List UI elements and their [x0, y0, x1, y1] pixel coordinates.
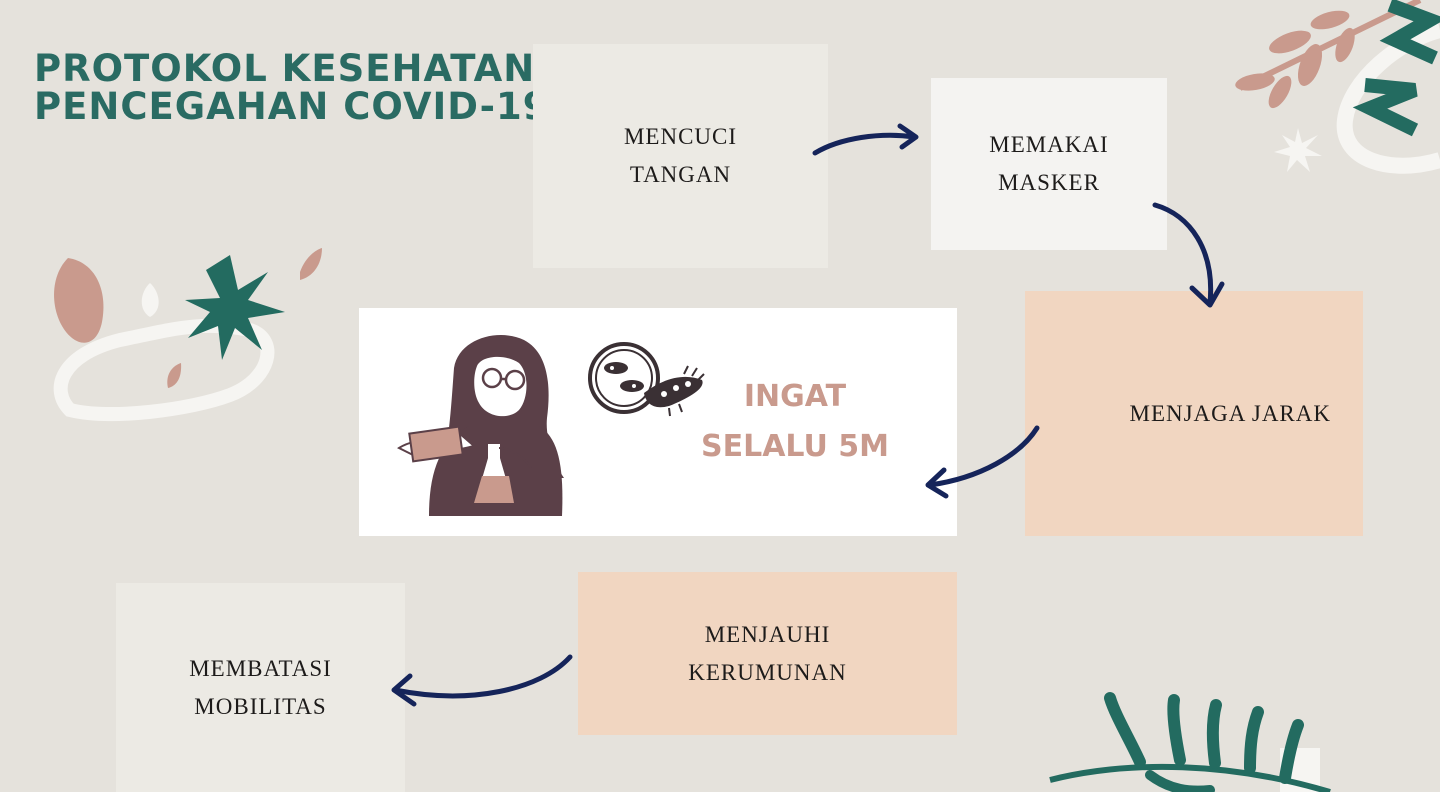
arrow-crowds-to-mobility — [391, 654, 573, 707]
arrow-distance-to-center — [925, 425, 1040, 499]
scientist-illustration — [397, 335, 564, 516]
step-limit-mobility: MEMBATASI MOBILITAS — [116, 583, 405, 792]
step-label-line1: MEMAKAI — [989, 132, 1109, 157]
bottom-right-leaf-decoration — [1049, 692, 1331, 792]
step-label-line1: MENJAUHI — [704, 621, 831, 647]
step-label-line2: MASKER — [998, 170, 1100, 195]
step-label-line2: MOBILITAS — [194, 693, 327, 719]
center-panel — [359, 308, 957, 536]
title-line-2: PENCEGAHAN COVID-19 — [34, 85, 550, 128]
step-label-line1: MENJAGA JARAK — [1129, 400, 1331, 426]
arrow-mask-to-distance — [1152, 202, 1225, 308]
arrow-wash-to-mask — [812, 123, 919, 156]
center-line-1: INGAT — [743, 379, 847, 414]
step-wear-mask: MEMAKAI MASKER — [931, 78, 1167, 250]
step-label-line1: MENCUCI — [623, 124, 738, 149]
step-label-line2: TANGAN — [629, 162, 732, 187]
step-wash-hands: MENCUCI TANGAN — [533, 44, 828, 268]
top-right-leaf-decoration — [1235, 0, 1440, 174]
page-title: PROTOKOL KESEHATAN PENCEGAHAN COVID-19 — [34, 50, 550, 126]
center-line-2: SELALU 5M — [700, 429, 889, 464]
step-label-line2: KERUMUNAN — [688, 659, 847, 685]
step-avoid-crowds: MENJAUHI KERUMUNAN — [578, 572, 957, 735]
title-line-1: PROTOKOL KESEHATAN — [34, 47, 536, 90]
left-leaf-decoration — [53, 248, 322, 421]
step-label-line1: MEMBATASI — [189, 655, 332, 681]
virus-icon — [588, 342, 705, 417]
step-keep-distance: MENJAGA JARAK — [1025, 291, 1363, 536]
center-message: INGAT SELALU 5M — [680, 372, 910, 472]
